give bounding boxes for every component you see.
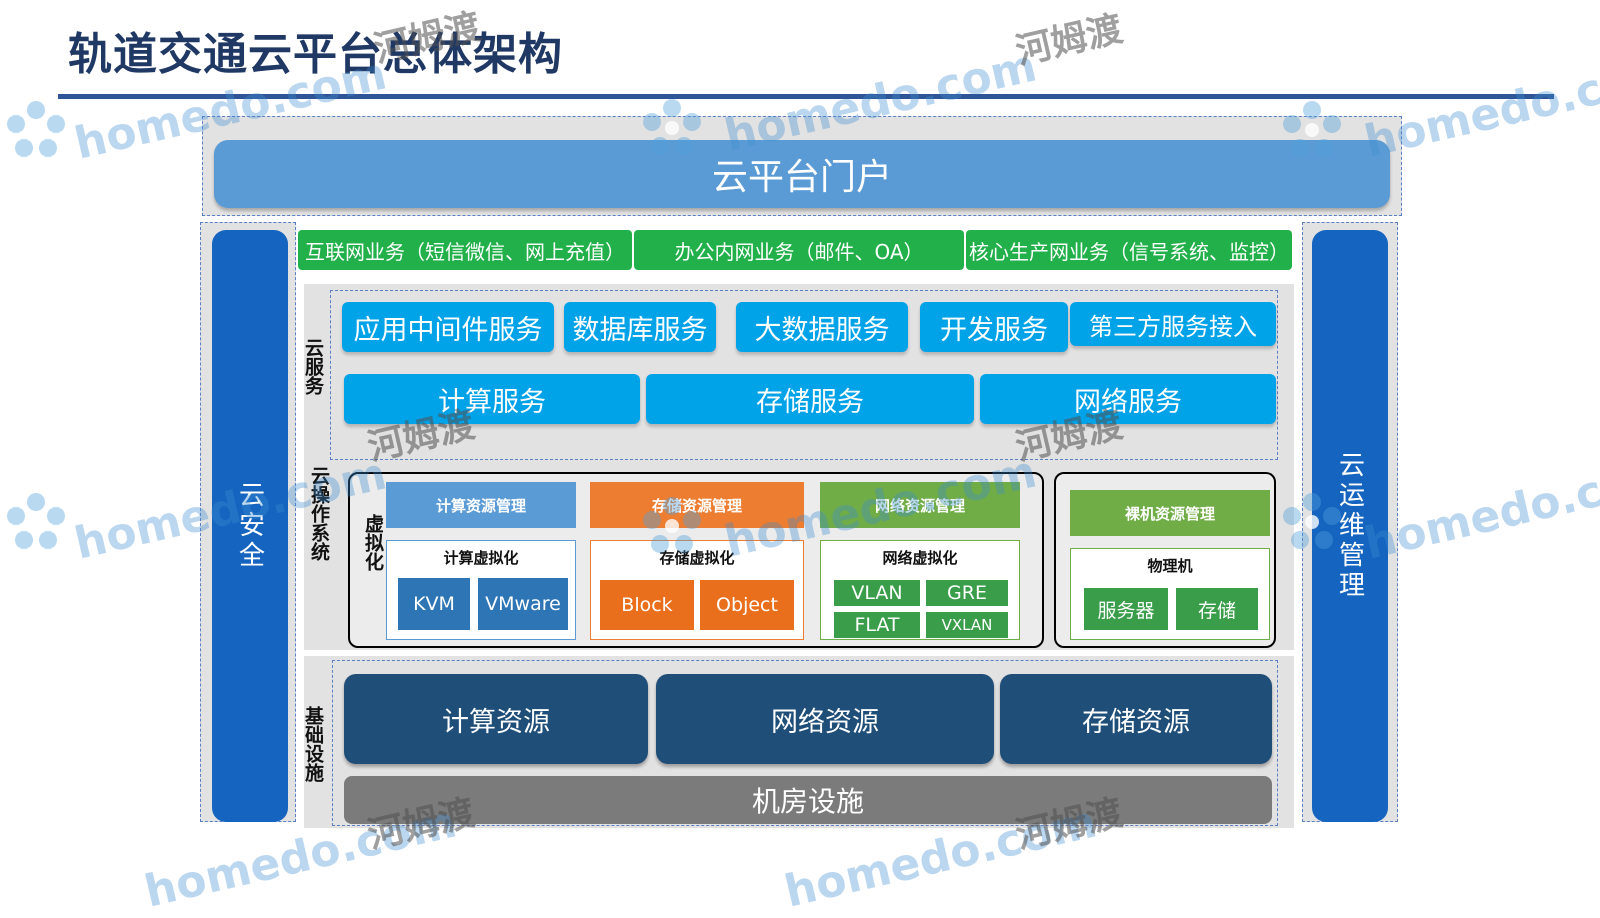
cloud-security: 云安全	[212, 230, 288, 822]
storage-virt-title: 存储虚拟化	[659, 548, 735, 567]
tile-vmware: VMware	[478, 578, 568, 630]
infra-frame	[332, 660, 1278, 826]
baremetal-mgmt-header: 裸机资源管理	[1070, 490, 1270, 536]
tile-server: 服务器	[1084, 588, 1168, 630]
tile-gre: GRE	[926, 580, 1008, 606]
network-virt-title: 网络虚拟化	[882, 548, 958, 567]
compute-resources: 计算资源	[344, 674, 648, 764]
compute-mgmt-header: 计算资源管理	[386, 482, 576, 528]
virtualization-label: 虚拟化	[362, 514, 384, 571]
business-office: 办公内网业务（邮件、OA）	[634, 230, 964, 270]
watermark-cn: 河姆渡	[1012, 8, 1127, 73]
tile-vlan: VLAN	[834, 580, 920, 606]
cloud-ops-management: 云运维管理	[1312, 230, 1388, 822]
tile-vxlan: VXLAN	[926, 612, 1008, 638]
svc-network: 网络服务	[980, 374, 1276, 424]
tile-baremetal-storage: 存储	[1176, 588, 1258, 630]
network-mgmt-header: 网络资源管理	[820, 482, 1020, 528]
svc-storage: 存储服务	[646, 374, 974, 424]
cloud-service-label: 云服务	[302, 338, 324, 395]
watermark-flower-icon	[7, 101, 65, 157]
cloud-portal: 云平台门户	[214, 140, 1390, 208]
svc-database: 数据库服务	[564, 302, 716, 352]
tile-object: Object	[700, 580, 794, 630]
physical-title: 物理机	[1147, 556, 1193, 575]
storage-mgmt-header: 存储资源管理	[590, 482, 804, 528]
svc-thirdparty: 第三方服务接入	[1070, 302, 1276, 346]
tile-flat: FLAT	[834, 612, 920, 638]
storage-resources: 存储资源	[1000, 674, 1272, 764]
svc-compute: 计算服务	[344, 374, 640, 424]
business-core: 核心生产网业务（信号系统、监控）	[966, 230, 1292, 270]
svc-dev: 开发服务	[920, 302, 1068, 352]
svc-middleware: 应用中间件服务	[342, 302, 554, 352]
tile-block: Block	[600, 580, 694, 630]
network-resources: 网络资源	[656, 674, 994, 764]
datacenter-facilities: 机房设施	[344, 776, 1272, 824]
watermark-flower-icon	[7, 493, 65, 549]
tile-kvm: KVM	[398, 578, 470, 630]
infra-label: 基础设施	[302, 706, 324, 782]
title-underline	[58, 94, 1554, 99]
page-title: 轨道交通云平台总体架构	[68, 29, 563, 80]
business-internet: 互联网业务（短信微信、网上充值）	[298, 230, 632, 270]
svc-bigdata: 大数据服务	[736, 302, 908, 352]
compute-virt-title: 计算虚拟化	[443, 548, 519, 567]
cloud-service-frame	[330, 290, 1278, 460]
cloud-os-label: 云操作系统	[308, 466, 330, 561]
